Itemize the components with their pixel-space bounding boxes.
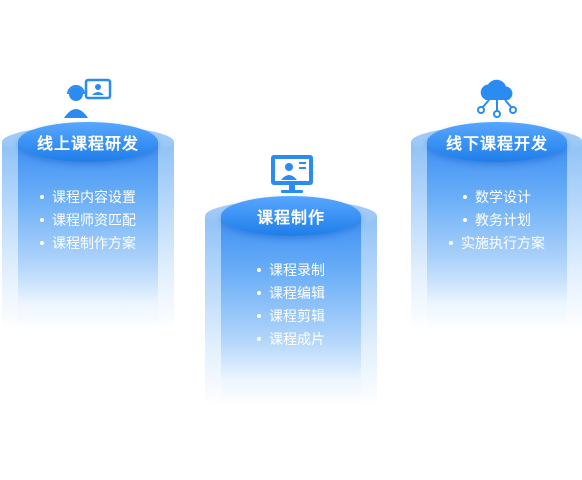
pillar-inner: [18, 142, 158, 327]
online-teacher-icon: [64, 78, 112, 118]
pillar-cap: 线下课程开发: [427, 122, 567, 162]
bullet-icon: [449, 241, 453, 245]
cloud-network-icon: [477, 79, 517, 118]
list-item: 课程编辑: [205, 283, 377, 306]
list-item: 课程内容设置: [2, 187, 174, 210]
list-item: 教务计划: [411, 210, 582, 233]
bullet-icon: [463, 218, 467, 222]
pillar-inner: [427, 142, 567, 327]
list-item: 课程剪辑: [205, 306, 377, 329]
video-screen-icon: [271, 155, 313, 193]
column-title: 线下课程开发: [445, 134, 548, 153]
column-course-production: 课程制作 课程录制 课程编辑 课程剪辑 课程成片: [205, 0, 377, 480]
item-list: 课程内容设置 课程师资匹配 课程制作方案: [2, 187, 174, 256]
bullet-icon: [257, 314, 261, 318]
column-title: 线上课程研发: [36, 134, 139, 153]
list-item: 课程成片: [205, 329, 377, 352]
item-list: 课程录制 课程编辑 课程剪辑 课程成片: [205, 260, 377, 352]
list-item: 课程制作方案: [2, 233, 174, 256]
bullet-icon: [40, 195, 44, 199]
list-item: 课程录制: [205, 260, 377, 283]
column-title: 课程制作: [256, 208, 325, 227]
bullet-icon: [257, 337, 261, 341]
list-item: 数学设计: [411, 187, 582, 210]
list-item: 课程师资匹配: [2, 210, 174, 233]
list-item: 实施执行方案: [411, 233, 582, 256]
column-online-course-dev: 线上课程研发 课程内容设置 课程师资匹配 课程制作方案: [2, 0, 174, 480]
pillar-inner: [221, 216, 361, 403]
pillar-cap: 线上课程研发: [18, 122, 158, 162]
item-list: 数学设计 教务计划 实施执行方案: [411, 187, 582, 256]
bullet-icon: [257, 291, 261, 295]
bullet-icon: [40, 218, 44, 222]
pillar-cap: 课程制作: [221, 196, 361, 236]
bullet-icon: [257, 268, 261, 272]
bullet-icon: [40, 241, 44, 245]
bullet-icon: [463, 195, 467, 199]
column-offline-course-dev: 线下课程开发 数学设计 教务计划 实施执行方案: [411, 0, 582, 480]
